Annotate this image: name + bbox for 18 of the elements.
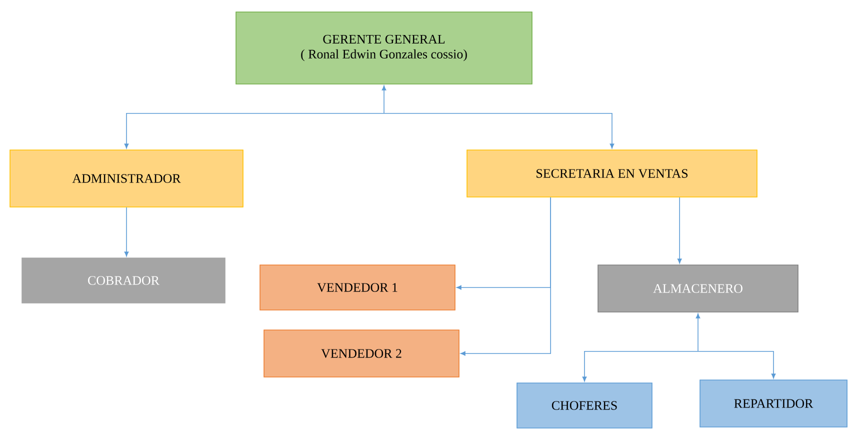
arrow — [696, 314, 700, 352]
role-box: SECRETARIA EN VENTAS — [466, 150, 758, 198]
arrow — [460, 197, 551, 356]
role-box: ADMINISTRADOR — [10, 150, 244, 208]
role-box: REPARTIDOR — [700, 380, 848, 428]
arrow — [677, 197, 682, 264]
arrow — [582, 351, 698, 382]
role-box: VENDEDOR 2 — [264, 330, 460, 378]
arrow — [124, 113, 384, 149]
title-box: GERENTE GENERAL ( Ronal Edwin Gonzales cossio) — [236, 12, 532, 84]
role-box: COBRADOR — [22, 258, 226, 304]
role-box: ALMACENERO — [598, 264, 798, 312]
arrow — [698, 351, 776, 379]
role-box: VENDEDOR 1 — [260, 264, 456, 310]
arrow — [124, 207, 129, 257]
arrow — [384, 113, 614, 149]
arrow — [382, 86, 386, 114]
role-box: CHOFERES — [516, 382, 652, 428]
